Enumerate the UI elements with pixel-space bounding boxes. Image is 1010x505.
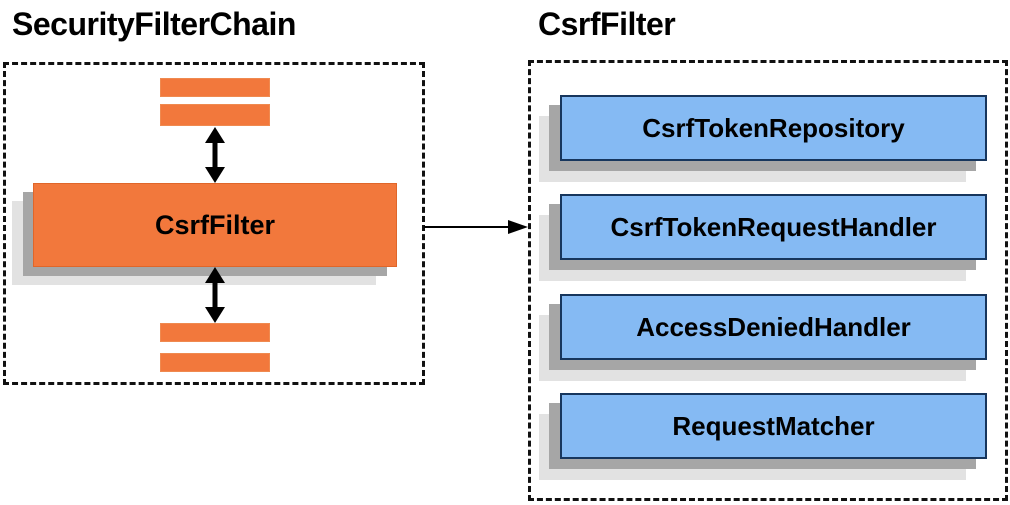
double-headed-arrow-icon [205, 127, 225, 183]
filter-chain-bar [160, 353, 270, 372]
component-csrf-token-repository: CsrfTokenRepository [560, 95, 987, 161]
csrf-filter-panel [528, 60, 1008, 501]
filter-chain-bar [160, 323, 270, 342]
filter-chain-bar [160, 104, 270, 126]
security-filter-chain-title: SecurityFilterChain [12, 6, 296, 42]
component-csrf-token-request-handler: CsrfTokenRequestHandler [560, 194, 987, 260]
filter-chain-bar [160, 78, 270, 97]
component-access-denied-handler: AccessDeniedHandler [560, 294, 987, 360]
component-request-matcher: RequestMatcher [560, 393, 987, 459]
csrf-filter-box: CsrfFilter [33, 183, 397, 267]
security-filter-chain-panel [3, 62, 425, 385]
csrf-filter-title: CsrfFilter [538, 6, 676, 42]
double-headed-arrow-icon [205, 267, 225, 323]
right-arrow-icon [424, 220, 528, 234]
